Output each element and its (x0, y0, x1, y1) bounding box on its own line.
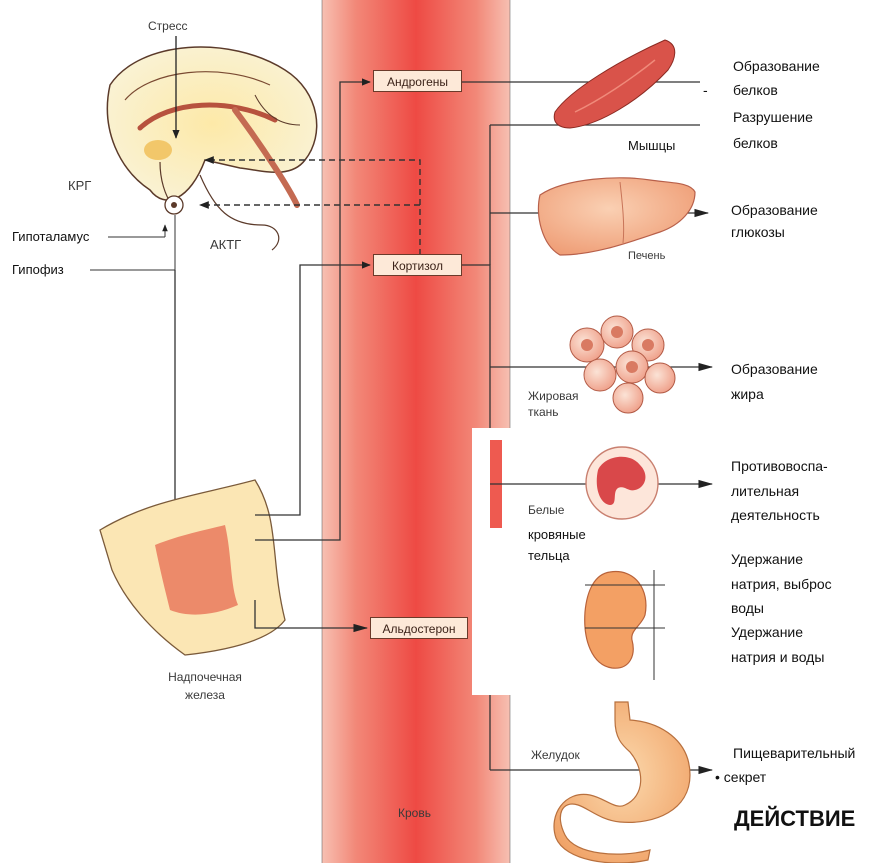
white-blood-cells-label-1: Белые (528, 503, 564, 517)
effect-glucose-formation-1: Образование (731, 200, 818, 221)
effect-anti-inflammatory-1: Противовоспа- (731, 456, 828, 477)
effect-sodium-retention-3: воды (731, 598, 764, 619)
muscles-label: Мышцы (628, 135, 675, 156)
effect-protein-formation-2: белков (733, 80, 778, 101)
effect-digestive-1: Пищеварительный (733, 743, 855, 764)
effect-anti-inflammatory-3: деятельность (731, 505, 820, 526)
action-heading: ДЕЙСТВИЕ (734, 806, 855, 832)
effect-anti-inflammatory-2: лительная (731, 481, 799, 502)
liver-illustration (538, 178, 695, 255)
effect-protein-formation-1: Образование (733, 56, 820, 77)
hypothalamus-label: Гипоталамус (12, 226, 89, 247)
androgens-box: Андрогены (373, 70, 462, 92)
effect-fat-formation-2: жира (731, 384, 764, 405)
adrenal-gland-illustration (100, 480, 285, 655)
cortisol-box: Кортизол (373, 254, 462, 276)
brain-illustration (107, 47, 316, 250)
blood-label: Кровь (398, 806, 431, 820)
krg-label: КРГ (68, 178, 91, 193)
dash-mark: - (703, 80, 708, 101)
stomach-label: Желудок (531, 748, 580, 762)
fat-tissue-label: Жировая ткань (528, 388, 588, 420)
stomach-illustration (554, 702, 690, 863)
effect-fat-formation-1: Образование (731, 359, 818, 380)
effect-sodium-retention-2: натрия, выброс (731, 574, 832, 595)
effect-protein-breakdown-2: белков (733, 133, 778, 154)
white-blood-cells-label-3: тельца (528, 545, 570, 566)
effect-sodium-water-retention-2: натрия и воды (731, 647, 824, 668)
liver-label: Печень (628, 250, 665, 262)
effect-sodium-retention-1: Удержание (731, 549, 803, 570)
effect-protein-breakdown-1: Разрушение (733, 107, 813, 128)
white-blood-cells-label-2: кровяные (528, 524, 586, 545)
muscle-illustration (554, 40, 675, 128)
effect-digestive-2: • секрет (715, 767, 766, 788)
hypophysis-label: Гипофиз (12, 259, 64, 280)
adrenal-gland-label: Надпочечная железа (150, 668, 260, 704)
aktg-label: АКТГ (210, 237, 241, 252)
aldosterone-box: Альдостерон (370, 617, 468, 639)
effect-sodium-water-retention-1: Удержание (731, 622, 803, 643)
stress-label: Стресс (148, 19, 188, 33)
effect-glucose-formation-2: глюкозы (731, 222, 785, 243)
white-blood-cell-illustration (586, 447, 658, 519)
